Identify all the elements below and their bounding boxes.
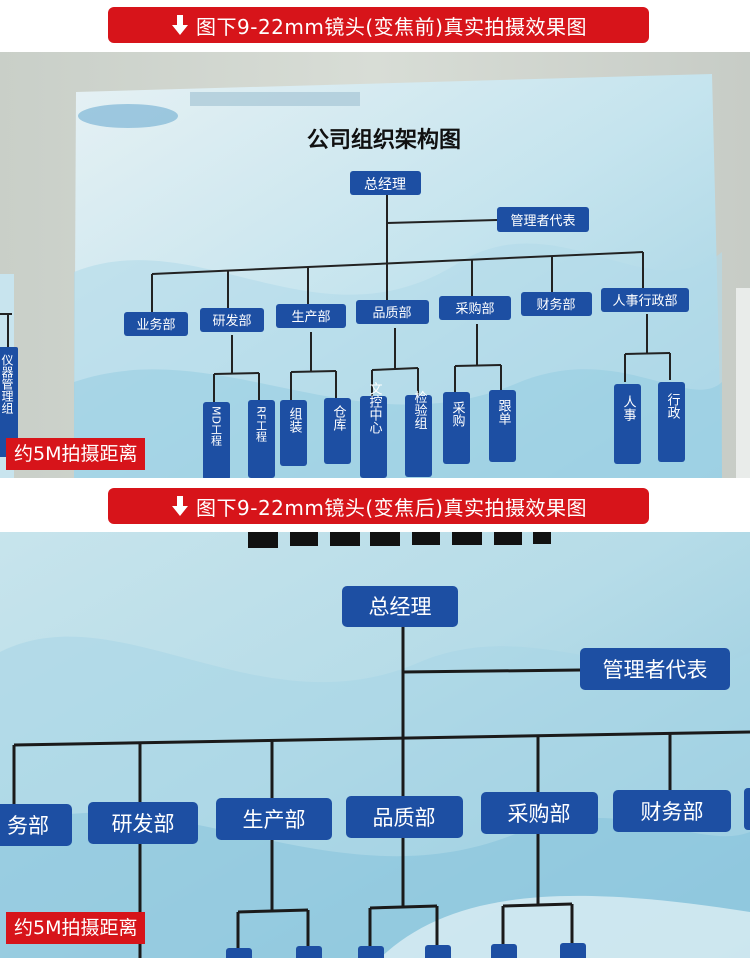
sub-label: 仓库 xyxy=(331,405,347,432)
photo-before-zoom: 公司组织架构图 xyxy=(0,52,750,478)
board-scene-wide: 公司组织架构图 xyxy=(0,52,750,478)
chart-title: 公司组织架构图 xyxy=(307,127,461,153)
dept-label: 研发部 xyxy=(212,313,251,329)
dept-label: 采购部 xyxy=(508,802,571,826)
dept-label: 品质部 xyxy=(373,806,436,830)
dept-label: 研发部 xyxy=(112,812,175,836)
down-arrow-icon xyxy=(170,14,190,36)
down-arrow-icon xyxy=(170,495,190,517)
banner-after-pill: 图下9-22mm镜头(变焦后)真实拍摄效果图 xyxy=(108,488,649,524)
sub-label: 行政 xyxy=(665,393,681,419)
photo-after-zoom: 总经理 管理者代表 务部 研发部 生产部 品质部 采购部 财务部 约5M拍摄距离 xyxy=(0,532,750,958)
rep-box-label: 管理者代表 xyxy=(510,214,575,229)
banner-before-pill: 图下9-22mm镜头(变焦前)真实拍摄效果图 xyxy=(108,7,649,43)
sub-label: RF工程 xyxy=(255,406,268,443)
middle-banner: 图下9-22mm镜头(变焦后)真实拍摄效果图 xyxy=(0,478,750,532)
sub-label: 检验组 xyxy=(412,391,428,430)
distance-label-1: 约5M拍摄距离 xyxy=(6,438,146,470)
sub-label: 跟单 xyxy=(496,399,512,425)
dept-label: 生产部 xyxy=(243,808,306,832)
rep-box-label: 管理者代表 xyxy=(603,658,708,682)
banner-after-text: 图下9-22mm镜头(变焦后)真实拍摄效果图 xyxy=(196,495,587,520)
sub-label: 文控中心 xyxy=(367,382,383,434)
dept-label: 人事行政部 xyxy=(612,294,677,309)
dept-label: 品质部 xyxy=(372,306,411,321)
sub-label: 组装 xyxy=(287,407,303,433)
top-banner: 图下9-22mm镜头(变焦前)真实拍摄效果图 xyxy=(0,0,750,52)
board-scene-zoomed: 总经理 管理者代表 务部 研发部 生产部 品质部 采购部 财务部 xyxy=(0,532,750,958)
dept-label: 财务部 xyxy=(641,800,704,824)
sub-label: MD工程 xyxy=(210,406,223,447)
dept-label: 业务部 xyxy=(136,317,175,333)
dept-label: 财务部 xyxy=(536,297,575,313)
dept-label: 生产部 xyxy=(291,310,330,325)
left-edge-label: 仪器管理组 xyxy=(0,354,14,414)
sub-label: 人事 xyxy=(621,395,637,421)
top-box-label: 总经理 xyxy=(364,177,406,193)
banner-before-text: 图下9-22mm镜头(变焦前)真实拍摄效果图 xyxy=(196,14,587,39)
sub-label: 采购 xyxy=(450,401,466,427)
dept-label-cropped: 务部 xyxy=(7,814,49,838)
distance-label-2: 约5M拍摄距离 xyxy=(6,912,146,944)
dept-label: 采购部 xyxy=(455,301,494,317)
top-box-label: 总经理 xyxy=(369,595,432,619)
